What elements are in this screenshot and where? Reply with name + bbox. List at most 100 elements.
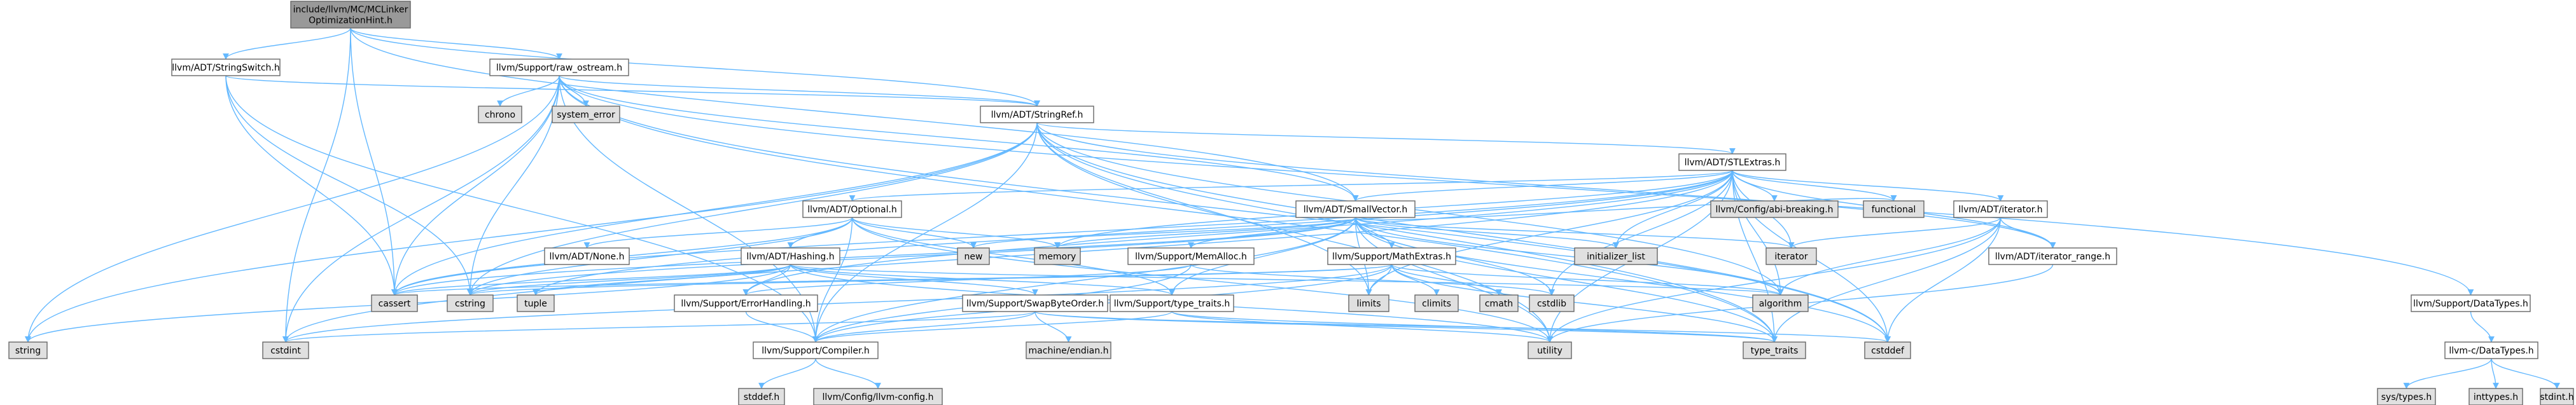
- node-label-stringref: llvm/ADT/StringRef.h: [991, 110, 1083, 120]
- node-box-cstdlib: [1529, 294, 1575, 312]
- node-box-tuple: [517, 294, 555, 312]
- edge-optional-to-utility: [851, 217, 1553, 343]
- edge-smallvector-to-type_traits_h: [1169, 217, 1356, 296]
- edge-stlextras-to-cstdlib: [1549, 170, 1733, 296]
- node-box-string: [8, 341, 48, 359]
- node-root[interactable]: include/llvm/MC/MCLinkerOptimizationHint…: [290, 1, 411, 29]
- node-hashing[interactable]: llvm/ADT/Hashing.h: [741, 247, 840, 265]
- node-c_datatypes[interactable]: llvm-c/DataTypes.h: [2444, 341, 2538, 359]
- edge-hashing-to-tuple: [533, 264, 791, 296]
- edge-raw_ostream-to-datatypes: [559, 75, 2474, 296]
- edge-optional-to-memory: [851, 217, 1061, 249]
- node-label-stdint: stdint.h: [2540, 392, 2573, 402]
- node-label-adt_iterator: llvm/ADT/iterator.h: [1958, 205, 2042, 215]
- node-string: string: [8, 341, 48, 359]
- edge-mathextras-to-cstdint: [282, 264, 1393, 343]
- node-label-hashing: llvm/ADT/Hashing.h: [746, 252, 834, 262]
- edge-root-to-smallvector: [350, 27, 1359, 202]
- node-compiler[interactable]: llvm/Support/Compiler.h: [753, 341, 879, 359]
- node-swapbyteorder[interactable]: llvm/Support/SwapByteOrder.h: [962, 294, 1108, 312]
- edge-root-to-stringswitch: [223, 27, 351, 60]
- edge-stlextras-to-adt_iterator: [1732, 170, 2004, 202]
- node-box-functional: [1863, 200, 1925, 218]
- node-box-initializer_list: [1574, 247, 1658, 265]
- node-box-memory: [1034, 247, 1081, 265]
- edge-mathextras-to-type_traits: [1391, 264, 1778, 343]
- node-stlextras[interactable]: llvm/ADT/STLExtras.h: [1678, 153, 1786, 171]
- nodes-layer: include/llvm/MC/MCLinkerOptimizationHint…: [8, 1, 2574, 405]
- node-stringswitch[interactable]: llvm/ADT/StringSwitch.h: [171, 58, 281, 76]
- node-errorhandling[interactable]: llvm/Support/ErrorHandling.h: [674, 294, 818, 312]
- edge-smallvector-to-utility: [1354, 217, 1553, 343]
- node-box-none: [544, 247, 630, 265]
- node-label-new: new: [964, 252, 983, 262]
- node-smallvector[interactable]: llvm/ADT/SmallVector.h: [1295, 200, 1416, 218]
- edge-type_traits_h-to-type_traits: [1171, 311, 1778, 343]
- node-box-mathextras: [1327, 247, 1456, 265]
- node-utility: utility: [1528, 341, 1572, 359]
- node-label-mathextras: llvm/Support/MathExtras.h: [1332, 252, 1451, 262]
- node-box-chrono: [478, 106, 522, 123]
- edge-stringref-to-limits: [1036, 122, 1372, 296]
- node-label-iterator_range: llvm/ADT/iterator_range.h: [1995, 252, 2110, 262]
- node-label-system_error: system_error: [557, 110, 615, 120]
- node-cstring: cstring: [447, 294, 494, 312]
- edge-mathextras-to-algorithm: [1391, 264, 1784, 296]
- node-label-cassert: cassert: [379, 299, 411, 309]
- node-label-limits: limits: [1356, 299, 1381, 309]
- node-label-functional: functional: [1872, 205, 1916, 215]
- edge-stlextras-to-smallvector: [1352, 170, 1733, 202]
- node-box-limits: [1348, 294, 1389, 312]
- node-cassert: cassert: [371, 294, 418, 312]
- edge-raw_ostream-to-smallvector: [559, 75, 1359, 202]
- node-cmath: cmath: [1479, 294, 1519, 312]
- node-mathextras[interactable]: llvm/Support/MathExtras.h: [1327, 247, 1456, 265]
- node-box-system_error: [552, 106, 620, 123]
- node-datatypes[interactable]: llvm/Support/DataTypes.h: [2411, 294, 2531, 312]
- node-optional[interactable]: llvm/ADT/Optional.h: [802, 200, 902, 218]
- edge-optional-to-cstring: [467, 217, 853, 296]
- edge-adt_iterator-to-std_iterator: [1788, 217, 2002, 249]
- node-box-raw_ostream: [489, 58, 629, 76]
- edge-optional-to-new: [851, 217, 977, 249]
- node-memalloc[interactable]: llvm/Support/MemAlloc.h: [1127, 247, 1255, 265]
- node-new: new: [957, 247, 990, 265]
- node-none[interactable]: llvm/ADT/None.h: [544, 247, 630, 265]
- edge-stlextras-to-algorithm: [1732, 170, 1784, 296]
- node-iterator_range[interactable]: llvm/ADT/iterator_range.h: [1988, 247, 2117, 265]
- node-adt_iterator[interactable]: llvm/ADT/iterator.h: [1953, 200, 2048, 218]
- edge-raw_ostream-to-type_traits: [559, 75, 1778, 343]
- edge-memalloc-to-cstdlib: [1190, 264, 1555, 296]
- node-label-errorhandling: llvm/Support/ErrorHandling.h: [681, 299, 811, 309]
- node-stringref[interactable]: llvm/ADT/StringRef.h: [980, 106, 1094, 123]
- node-memory: memory: [1034, 247, 1081, 265]
- node-system_error: system_error: [552, 106, 620, 123]
- edge-hashing-to-algorithm: [790, 264, 1783, 296]
- node-label-tuple: tuple: [524, 299, 547, 309]
- node-label-initializer_list: initializer_list: [1587, 252, 1645, 262]
- node-label-inttypes: inttypes.h: [2474, 392, 2518, 402]
- edge-mathextras-to-limits: [1365, 264, 1393, 296]
- edge-stringref-to-compiler: [812, 122, 1038, 343]
- node-box-llvm_config: [813, 388, 943, 405]
- node-box-memalloc: [1127, 247, 1255, 265]
- edge-root-to-cstdint: [282, 27, 351, 343]
- edge-smallvector-to-type_traits: [1354, 217, 1778, 343]
- node-label-cstddef: cstddef: [1871, 346, 1905, 356]
- node-label-stringswitch: llvm/ADT/StringSwitch.h: [172, 63, 279, 73]
- node-raw_ostream[interactable]: llvm/Support/raw_ostream.h: [489, 58, 629, 76]
- node-label-optional: llvm/ADT/Optional.h: [807, 205, 897, 215]
- edge-root-to-stringref: [350, 27, 1040, 107]
- edge-stringref-to-string: [25, 122, 1038, 343]
- edge-stlextras-to-errorhandling: [742, 170, 1733, 296]
- node-type_traits_h[interactable]: llvm/Support/type_traits.h: [1110, 294, 1234, 312]
- node-box-sys_types: [2377, 388, 2436, 405]
- node-label-compiler: llvm/Support/Compiler.h: [762, 346, 870, 356]
- node-label-string: string: [15, 346, 41, 356]
- edge-stlextras-to-initializer_list: [1613, 170, 1733, 249]
- edge-stlextras-to-type_traits: [1732, 170, 1778, 343]
- edge-swapbyteorder-to-machine_endian: [1034, 311, 1072, 343]
- edge-stringswitch-to-stringref: [225, 75, 1040, 107]
- edge-optional-to-type_traits_h: [851, 217, 1175, 296]
- node-label-memalloc: llvm/Support/MemAlloc.h: [1135, 252, 1247, 262]
